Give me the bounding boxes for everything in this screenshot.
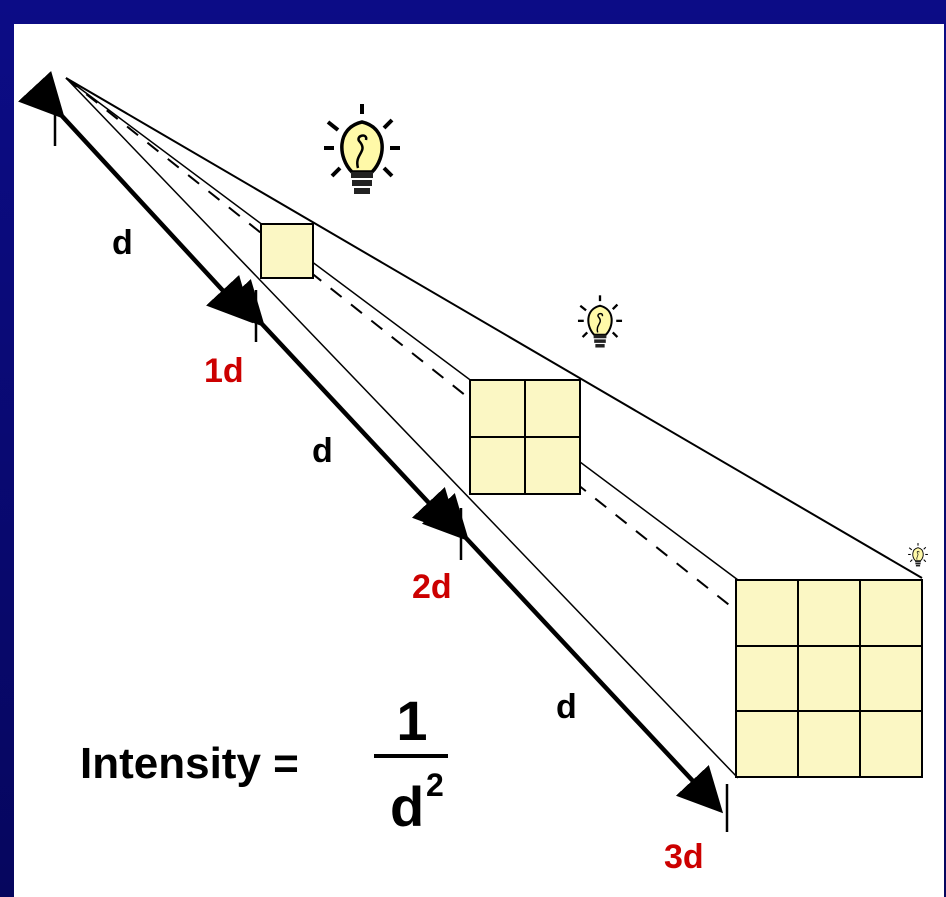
marker-2d: 2d [412, 568, 452, 606]
area-square-2d [469, 379, 581, 495]
lightbulb-icon [576, 294, 624, 349]
formula-lhs: Intensity = [80, 739, 299, 788]
area-square-1d [260, 223, 314, 279]
lightbulb-icon [322, 102, 402, 196]
formula-exponent: 2 [426, 767, 444, 803]
distance-label-2: d [312, 432, 333, 470]
distance-label-3: d [556, 688, 577, 726]
formula-numerator: 1 [396, 689, 427, 752]
distance-label-1: d [112, 224, 133, 262]
intensity-formula: Intensity = 1 d 2 [80, 689, 448, 838]
distance-arrows [18, 70, 724, 814]
lightbulb-icon [907, 542, 929, 567]
area-square-3d [735, 579, 923, 778]
marker-1d: 1d [204, 352, 244, 390]
marker-3d: 3d [664, 838, 704, 876]
formula-denominator: d [390, 775, 424, 838]
